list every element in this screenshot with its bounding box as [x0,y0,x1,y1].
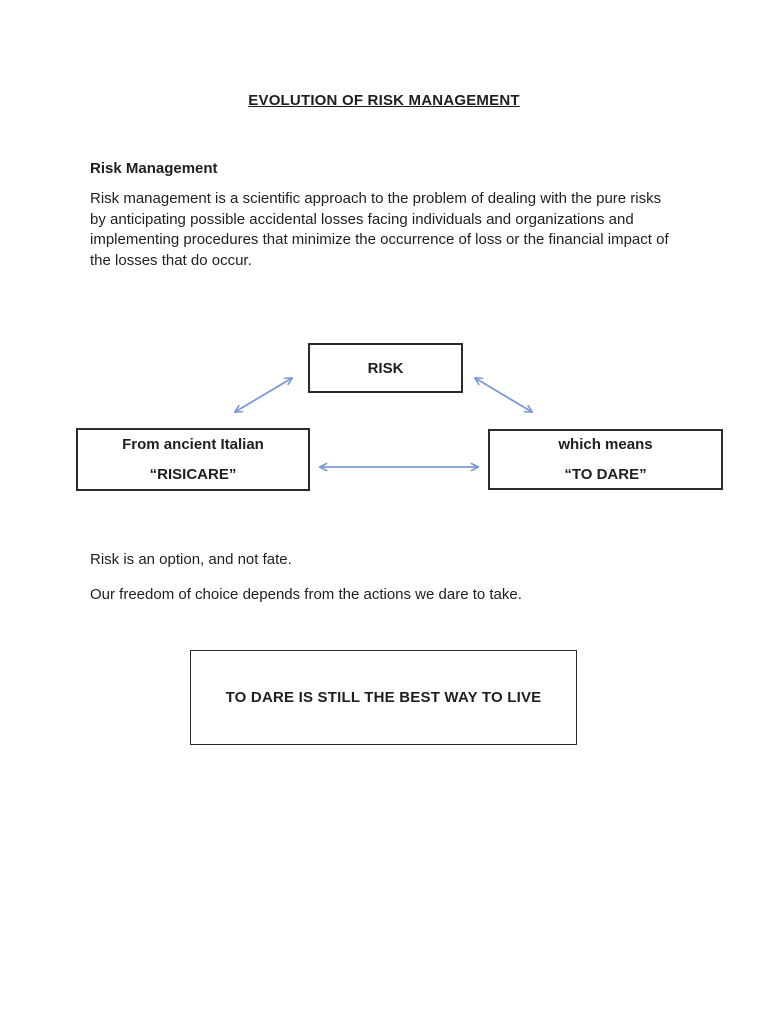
page-title: EVOLUTION OF RISK MANAGEMENT [248,92,520,109]
paragraph-line: by anticipating possible accidental loss… [90,210,634,228]
callout-text: TO DARE IS STILL THE BEST WAY TO LIVE [225,689,542,706]
origin-box-line1: From ancient Italian [122,436,264,453]
double-arrow-right-diagonal-icon [473,376,534,414]
origin-box-line2: “RISICARE” [149,466,237,483]
meaning-box: which means “TO DARE” [488,429,723,490]
section-heading: Risk Management [90,160,218,177]
paragraph-line: Risk management is a scientific approach… [90,190,662,207]
paragraph-line: implementing procedures that minimize th… [90,231,669,249]
paragraph-line: the losses that do occur. [90,251,252,269]
statement-option-not-fate: Risk is an option, and not fate. [90,551,292,568]
double-arrow-left-diagonal-icon [233,376,294,414]
risk-box: RISK [308,343,463,393]
body-paragraph: Risk management is a scientific approach… [90,189,690,271]
risk-box-label: RISK [367,359,404,377]
callout-box: TO DARE IS STILL THE BEST WAY TO LIVE [190,650,577,745]
statement-freedom-of-choice: Our freedom of choice depends from the a… [90,586,522,603]
meaning-box-line2: “TO DARE” [564,466,647,483]
meaning-box-line1: which means [558,436,653,453]
origin-box: From ancient Italian “RISICARE” [76,428,310,491]
